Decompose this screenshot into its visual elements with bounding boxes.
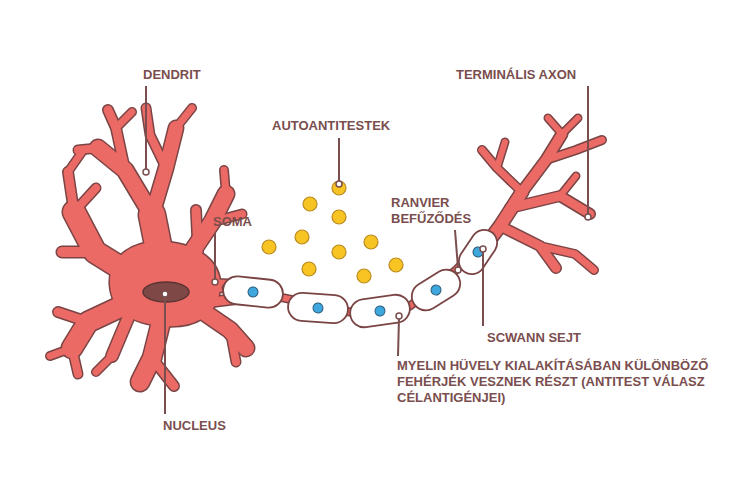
- myelin-segment: [348, 293, 411, 329]
- part-label: AUTOANTITESTEK: [272, 118, 390, 134]
- neuron-body: [50, 108, 602, 386]
- neuron-branch: [176, 108, 192, 128]
- neuron-branch: [560, 176, 576, 196]
- neuron-branch: [198, 308, 246, 348]
- neuron-branch: [198, 308, 246, 348]
- schwann-cell: [454, 225, 502, 279]
- neuron-branch: [68, 172, 74, 212]
- neuron-branch: [176, 108, 192, 128]
- schwann-cell: [348, 293, 411, 329]
- neuron-branch: [72, 348, 78, 374]
- autoantibody-dot: [364, 235, 378, 249]
- antibody-dots: [262, 181, 403, 283]
- neuron-branch: [522, 134, 562, 192]
- schwann-cell: [407, 264, 466, 315]
- autoantibody-dot: [303, 197, 317, 211]
- part-label: SCWANN SEJT: [487, 330, 581, 346]
- neuron-branch: [74, 212, 140, 280]
- neuron-branch: [224, 170, 226, 194]
- autoantibody-dot: [357, 269, 371, 283]
- part-label: RANVIER BEFŰZŐDÉS: [391, 195, 491, 227]
- neuron-branch: [116, 112, 132, 128]
- neuron-branch: [196, 210, 198, 252]
- schwann-nucleus: [313, 303, 324, 314]
- neuron-branch: [152, 215, 165, 280]
- autoantibody-dot: [262, 240, 276, 254]
- neuron-branch: [152, 358, 174, 386]
- schwann-nucleus: [248, 287, 259, 298]
- neuron-branch: [74, 212, 140, 280]
- neuron-branch: [548, 118, 562, 134]
- neuron-branch: [112, 318, 128, 356]
- autoantibody-dot: [295, 230, 309, 244]
- neuron-branch: [68, 152, 82, 172]
- neuron-branch: [546, 140, 602, 160]
- neuron-branch: [196, 210, 198, 252]
- neuron-branch: [68, 172, 74, 212]
- neuron-branch: [116, 112, 132, 128]
- neuron-branch: [562, 118, 578, 134]
- autoantibody-dot: [332, 245, 346, 259]
- autoantibody-dot: [332, 210, 346, 224]
- neuron-branch: [62, 247, 95, 257]
- neuron-branch: [68, 152, 82, 172]
- part-label: MYELIN HÜVELY KIALAKÍTÁSÁBAN KÜLÖNBÖZŐ F…: [397, 358, 717, 406]
- schwann-cell: [222, 275, 285, 309]
- autoantibody-dot: [332, 181, 346, 195]
- myelin-segment: [287, 292, 349, 324]
- neuron-branch: [540, 246, 594, 270]
- neuron-branch: [497, 142, 505, 168]
- myelin-segment: [454, 225, 502, 279]
- part-label: DENDRIT: [143, 67, 201, 83]
- schwann-nucleus: [429, 283, 443, 297]
- autoantibody-dot: [302, 262, 316, 276]
- autoantibody-dot: [389, 258, 403, 272]
- neuron-branch: [146, 108, 166, 168]
- neuron-branch: [74, 188, 96, 212]
- neuron-branch: [62, 246, 95, 259]
- schwann-cell: [287, 292, 349, 324]
- neuron-branch: [112, 318, 128, 356]
- part-label: TERMINÁLIS AXON: [456, 67, 576, 83]
- myelin-segment: [222, 275, 285, 309]
- neuron-branch: [58, 312, 88, 322]
- neuron-branch: [497, 142, 505, 168]
- neuron-branch: [146, 108, 166, 168]
- neuron-branch: [152, 358, 174, 386]
- neuron-branch: [50, 348, 72, 356]
- neuron-branch: [560, 176, 576, 196]
- neuron-branch: [96, 356, 112, 372]
- neuron-branch: [152, 215, 165, 280]
- neuron-branch: [562, 118, 578, 134]
- neuron-branch: [510, 196, 590, 214]
- part-label: NUCLEUS: [163, 418, 226, 434]
- neuron-branch: [548, 118, 562, 134]
- neuron-branch: [522, 134, 562, 192]
- myelin-segment: [407, 264, 466, 315]
- neuron-branch: [96, 356, 112, 372]
- myelin-sheath: [222, 225, 502, 329]
- neuron-branch: [74, 188, 96, 212]
- neuron-branch: [224, 170, 226, 194]
- leader-dots: [143, 169, 591, 319]
- neuron-branch: [230, 330, 236, 362]
- part-label: SOMA: [213, 214, 252, 230]
- schwann-nucleus: [374, 305, 385, 316]
